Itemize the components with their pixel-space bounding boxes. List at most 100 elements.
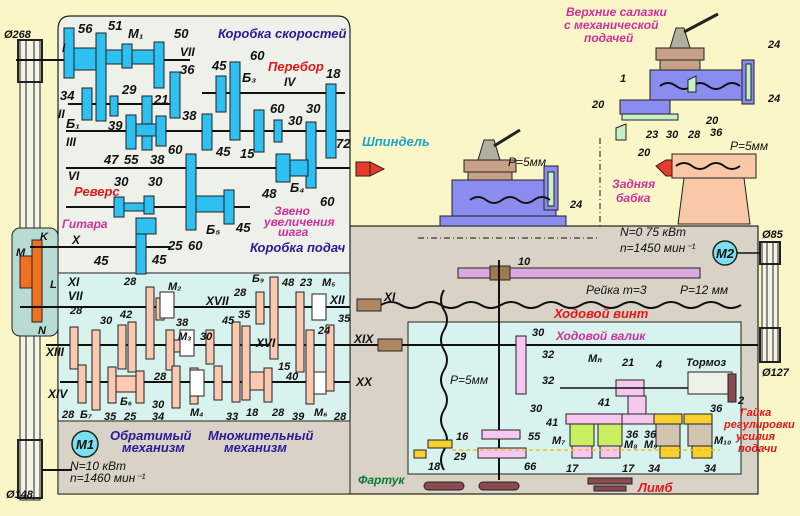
svg-text:Тормоз: Тормоз — [686, 357, 726, 369]
motor-m1 — [71, 430, 99, 458]
svg-text:33: 33 — [226, 411, 238, 423]
svg-text:41: 41 — [545, 417, 558, 429]
apron-label: Фартук — [358, 473, 405, 487]
feed-clutches — [159, 291, 327, 397]
svg-text:30: 30 — [532, 327, 545, 339]
svg-text:30: 30 — [306, 101, 321, 116]
svg-text:34: 34 — [704, 463, 716, 475]
shaft-label-IV: IV — [284, 75, 296, 89]
shaft-label-XII: XII — [329, 293, 345, 307]
tailstock-label: Задняя бабка — [612, 177, 655, 205]
dial-label: Лимб — [637, 480, 673, 495]
svg-text:60: 60 — [270, 101, 285, 116]
svg-text:17: 17 — [622, 463, 635, 475]
svg-text:40: 40 — [285, 371, 299, 383]
motor-m1-power: N=10 кВт — [70, 459, 126, 473]
svg-text:M₇: M₇ — [552, 435, 566, 447]
motor-m2-power: N=0 75 кВт — [620, 225, 686, 239]
svg-text:подачей: подачей — [584, 31, 634, 45]
svg-text:4: 4 — [655, 359, 662, 371]
svg-text:подачи: подачи — [738, 443, 777, 455]
svg-text:шага: шага — [278, 225, 309, 239]
shaft-label-III: III — [66, 135, 77, 149]
svg-text:25: 25 — [123, 411, 137, 423]
pulley-label-d85: Ø85 — [762, 229, 784, 241]
mechanism-labels: Обратимый механизм Множительный механизм — [110, 428, 314, 455]
apron-gear-labels: 30 32 32 30 Mₙ 21 4 Тормоз 2 41 41 36 36… — [428, 327, 744, 475]
speed-gears — [63, 27, 337, 275]
svg-text:Mₙ: Mₙ — [588, 353, 602, 365]
shaft-label-XVI: XVI — [255, 336, 276, 350]
apron-gears — [477, 335, 655, 459]
svg-text:механизм: механизм — [224, 440, 287, 455]
gear-label-10: 10 — [518, 256, 531, 268]
svg-text:усилия: усилия — [735, 431, 776, 443]
svg-text:48: 48 — [281, 277, 295, 289]
svg-text:51: 51 — [108, 18, 122, 33]
svg-text:Гайка: Гайка — [740, 407, 771, 419]
shaft-label-XX: XX — [355, 375, 373, 389]
svg-text:28: 28 — [687, 129, 701, 141]
svg-text:30: 30 — [200, 331, 213, 343]
handwheels — [423, 477, 633, 492]
apron-screw-pitch: P=5мм — [450, 373, 488, 387]
coupling-xix — [377, 338, 403, 352]
spindle-tip — [369, 161, 386, 177]
svg-text:28: 28 — [333, 411, 347, 423]
shaft-label-XI-b: XI — [383, 290, 396, 304]
svg-text:Б₅: Б₅ — [206, 222, 220, 237]
svg-text:28: 28 — [69, 305, 83, 317]
feed-shaft-label: Ходовой валик — [555, 329, 646, 343]
svg-text:Б₉: Б₉ — [252, 273, 264, 285]
svg-text:бабка: бабка — [616, 191, 651, 205]
rack-label: Рейка m=3 — [586, 283, 647, 297]
guitar-gear-k — [31, 239, 43, 323]
svg-text:35: 35 — [104, 411, 117, 423]
svg-text:48: 48 — [261, 186, 277, 201]
svg-text:35: 35 — [338, 313, 351, 325]
shaft-label-XIV: XIV — [47, 387, 68, 401]
svg-text:60: 60 — [188, 238, 203, 253]
svg-text:36: 36 — [644, 429, 657, 441]
svg-text:66: 66 — [524, 461, 537, 473]
svg-text:24: 24 — [317, 325, 330, 337]
svg-text:45: 45 — [235, 220, 251, 235]
svg-text:32: 32 — [542, 375, 554, 387]
svg-text:23: 23 — [299, 277, 312, 289]
guitar-label-n: N — [38, 325, 47, 337]
svg-text:60: 60 — [320, 194, 335, 209]
lead-pitch-label: P=12 мм — [680, 283, 728, 297]
svg-text:60: 60 — [168, 142, 183, 157]
pitch-link-label: Звено увеличения шага — [263, 204, 335, 239]
motor-m2-label: M2 — [716, 246, 735, 261]
guitar-title: Гитара — [62, 217, 108, 231]
guitar-label-m: M — [16, 247, 26, 259]
svg-text:регулировки: регулировки — [723, 419, 795, 431]
svg-text:30: 30 — [152, 399, 165, 411]
svg-text:M₈: M₈ — [624, 439, 638, 451]
upper-slide-gear-labels: 1 20 20 20 23 30 28 36 24 24 — [591, 39, 780, 159]
apron-clutches-grey — [655, 423, 713, 447]
svg-text:30: 30 — [100, 315, 113, 327]
tail-screw-pitch: P=5мм — [730, 139, 768, 153]
svg-text:20: 20 — [637, 147, 651, 159]
svg-text:55: 55 — [124, 152, 139, 167]
svg-text:Множительный: Множительный — [208, 428, 314, 443]
svg-text:Б₆: Б₆ — [120, 396, 133, 408]
shaft-label-II: II — [58, 107, 65, 121]
svg-text:36: 36 — [710, 127, 723, 139]
svg-text:38: 38 — [150, 152, 165, 167]
guitar-gear-m — [19, 255, 33, 289]
svg-text:45: 45 — [221, 315, 235, 327]
svg-text:23: 23 — [645, 129, 658, 141]
svg-text:45: 45 — [215, 144, 231, 159]
apron-clutches-green — [569, 423, 623, 447]
svg-text:21: 21 — [621, 357, 634, 369]
svg-text:Б₄: Б₄ — [290, 180, 304, 195]
svg-text:Задняя: Задняя — [612, 177, 655, 191]
shaft-label-X: X — [71, 233, 81, 247]
svg-text:с механической: с механической — [564, 18, 659, 32]
svg-text:72: 72 — [336, 136, 351, 151]
coupling-xi — [356, 298, 382, 312]
pulley-label-d127: Ø127 — [762, 367, 790, 379]
